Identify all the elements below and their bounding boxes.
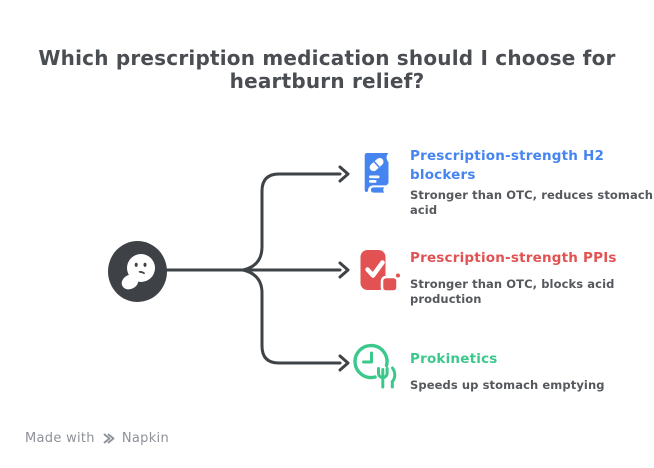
branch-label: Prescription-strength H2 blockers bbox=[410, 148, 605, 183]
branch-description: Stronger than OTC, reduces stomach acid bbox=[410, 188, 654, 217]
napkin-brand-text: Napkin bbox=[121, 431, 169, 446]
connector-bottom-branch bbox=[241, 268, 342, 365]
branch-label: Prescription-strength PPIs bbox=[410, 250, 617, 266]
page-title-line-1: Which prescription medication should I c… bbox=[38, 46, 616, 70]
arrowhead-middle-icon bbox=[338, 261, 350, 279]
page-title-line-2: heartburn relief? bbox=[229, 69, 425, 93]
connector-top-branch bbox=[241, 172, 342, 272]
arrowhead-bottom-icon bbox=[338, 354, 350, 372]
branch-description: Stronger than OTC, blocks acid productio… bbox=[410, 276, 615, 306]
napkin-logo-icon bbox=[101, 431, 116, 446]
made-with-napkin: Made with Napkin bbox=[25, 431, 169, 446]
prescription-scroll-icon bbox=[364, 153, 389, 193]
branch-description: Speeds up stomach emptying bbox=[410, 377, 605, 392]
pill-bottle-check-icon bbox=[360, 250, 400, 293]
made-with-text: Made with bbox=[25, 431, 95, 446]
clock-fork-icon bbox=[353, 343, 397, 389]
page-title: Which prescription medication should I c… bbox=[0, 47, 654, 93]
center-node bbox=[108, 241, 167, 302]
branch-label: Prokinetics bbox=[410, 351, 498, 367]
thinking-face-icon bbox=[108, 241, 167, 302]
arrowhead-top-icon bbox=[338, 165, 350, 183]
